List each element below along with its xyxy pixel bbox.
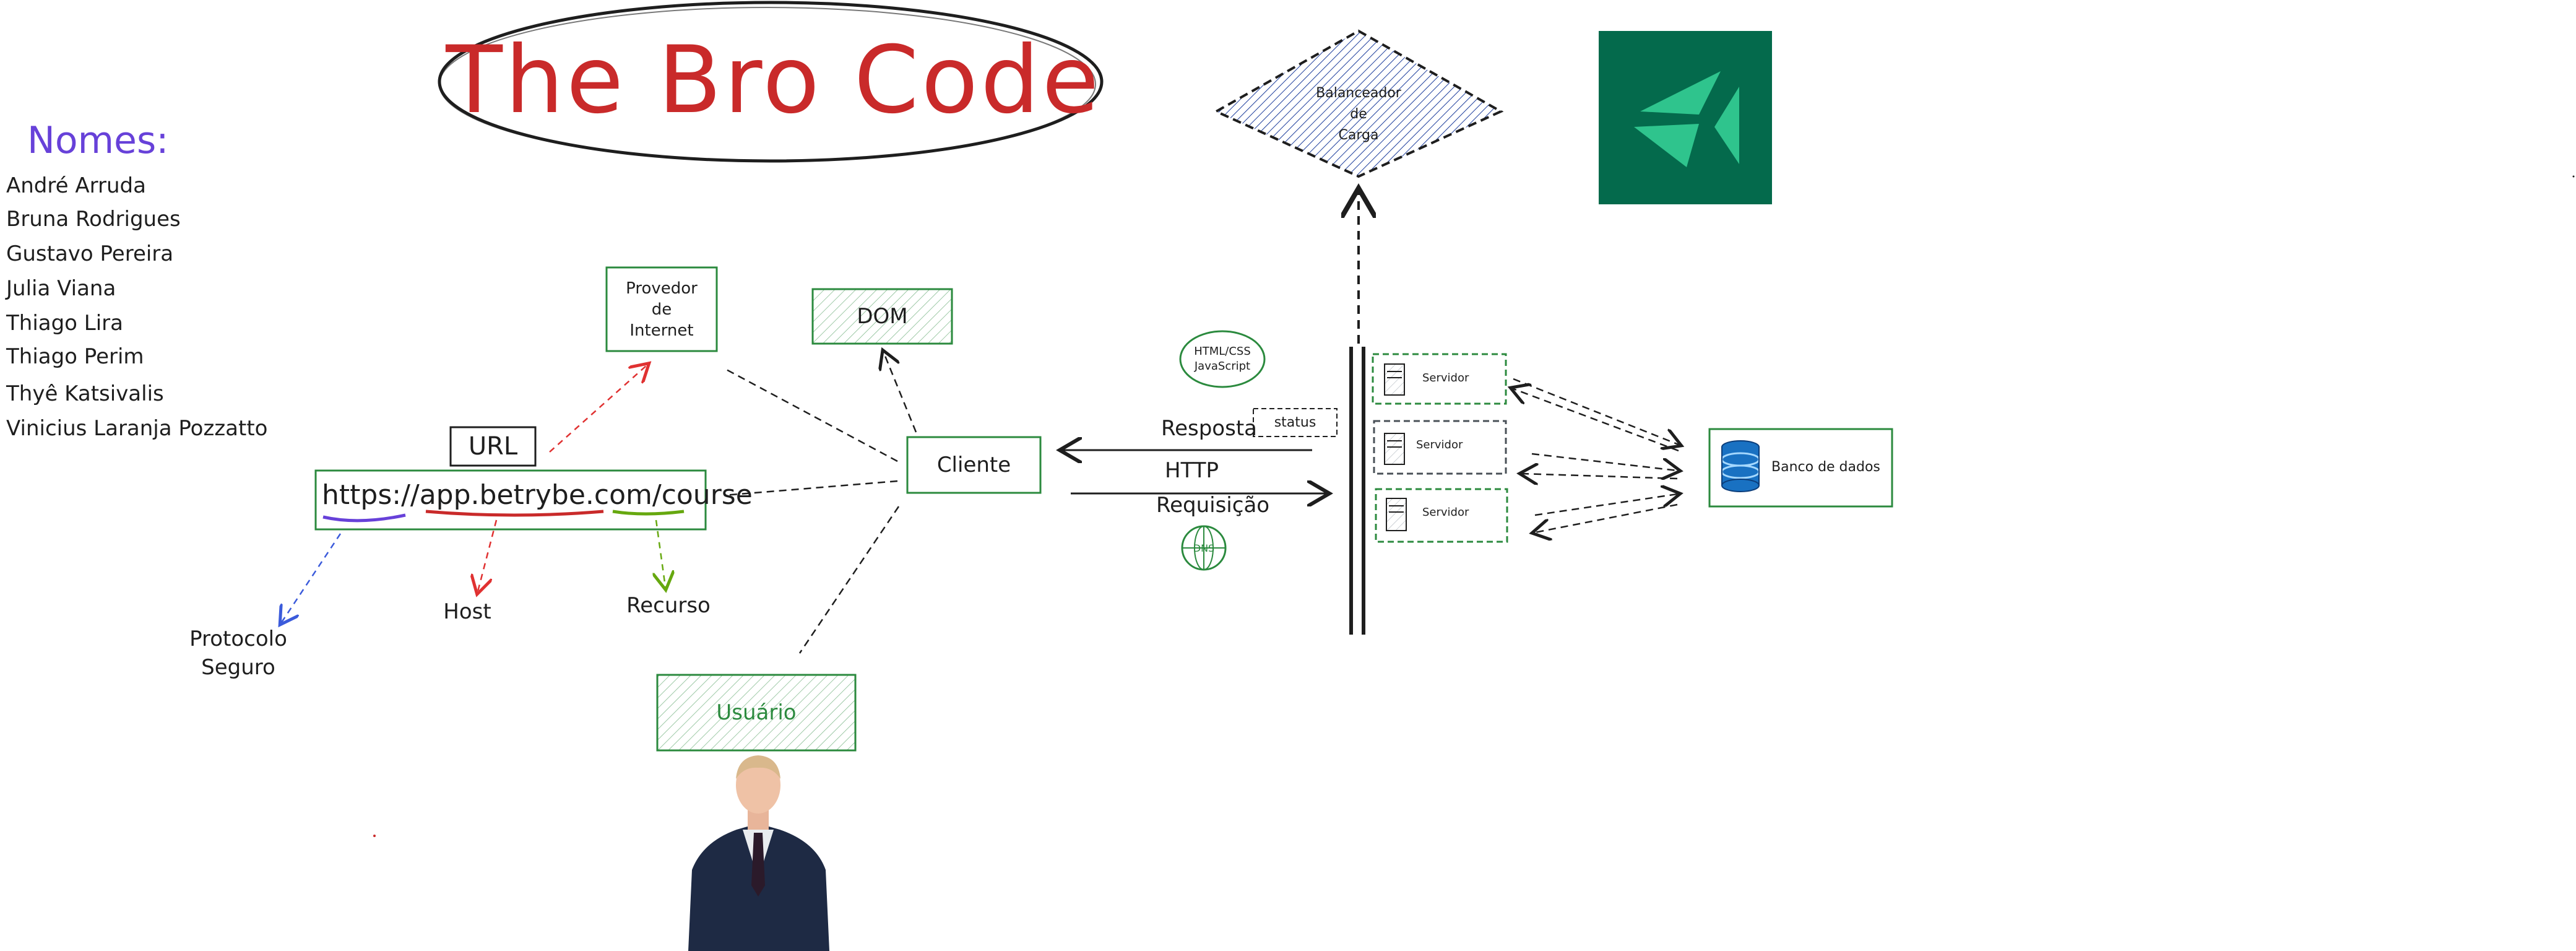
dom-label: DOM [857, 304, 908, 329]
protocolo-label: Protocolo Seguro [189, 627, 287, 680]
url-box [314, 469, 707, 531]
html-css-circle [1179, 330, 1266, 388]
logo-box [1599, 31, 1772, 204]
database-icon [1721, 440, 1760, 492]
server-box-3 [1375, 488, 1508, 543]
recurso-label: Recurso [626, 593, 711, 618]
server-label: Servidor [1422, 506, 1469, 519]
server-label: Servidor [1422, 371, 1469, 384]
name-item: Thiago Perim [6, 344, 144, 369]
balanceador-diamond [1213, 29, 1504, 178]
server-icon-3 [1386, 498, 1407, 531]
server-icon-1 [1384, 363, 1405, 396]
database-box [1708, 428, 1893, 508]
names-heading: Nomes: [27, 119, 169, 162]
page-title: The Bro Code [446, 27, 1102, 134]
url-path: /course [652, 479, 753, 511]
name-item: André Arruda [6, 173, 146, 198]
url-host: app.betrybe.com [419, 479, 652, 511]
server-box-2 [1373, 420, 1507, 475]
url-label: URL [468, 432, 518, 461]
database-label: Banco de dados [1771, 459, 1880, 475]
server-box-1 [1372, 353, 1507, 405]
html-css-label: HTML/CSS JavaScript [1194, 345, 1251, 373]
url-text: https://app.betrybe.com/course [322, 479, 753, 511]
provedor-box [605, 266, 718, 352]
provedor-label: Provedor de Internet [626, 279, 698, 340]
name-item: Vinicius Laranja Pozzatto [6, 416, 268, 441]
requisicao-label: Requisição [1156, 493, 1270, 518]
name-item: Thiago Lira [6, 311, 123, 336]
dom-box [811, 288, 953, 345]
user-photo [686, 755, 831, 951]
cliente-box [906, 436, 1042, 494]
resposta-label: Resposta [1161, 416, 1257, 441]
usuario-label: Usuário [716, 700, 797, 725]
name-item: Thyê Katsivalis [6, 381, 164, 406]
http-label: HTTP [1165, 458, 1219, 483]
dns-label: DNS [1193, 542, 1215, 554]
name-item: Gustavo Pereira [6, 241, 174, 266]
server-label: Servidor [1416, 438, 1463, 451]
server-icon-2 [1384, 433, 1405, 465]
dns-globe-icon [1181, 525, 1227, 571]
usuario-box [656, 674, 857, 752]
cliente-label: Cliente [936, 453, 1011, 477]
host-label: Host [443, 599, 491, 624]
url-protocol: https:// [322, 479, 420, 511]
status-label: status [1274, 415, 1316, 430]
name-item: Julia Viana [6, 276, 116, 301]
status-box [1253, 408, 1338, 437]
balanceador-label: Balanceador de Carga [1316, 85, 1401, 143]
url-label-box [449, 426, 537, 467]
name-item: Bruna Rodrigues [6, 207, 181, 232]
